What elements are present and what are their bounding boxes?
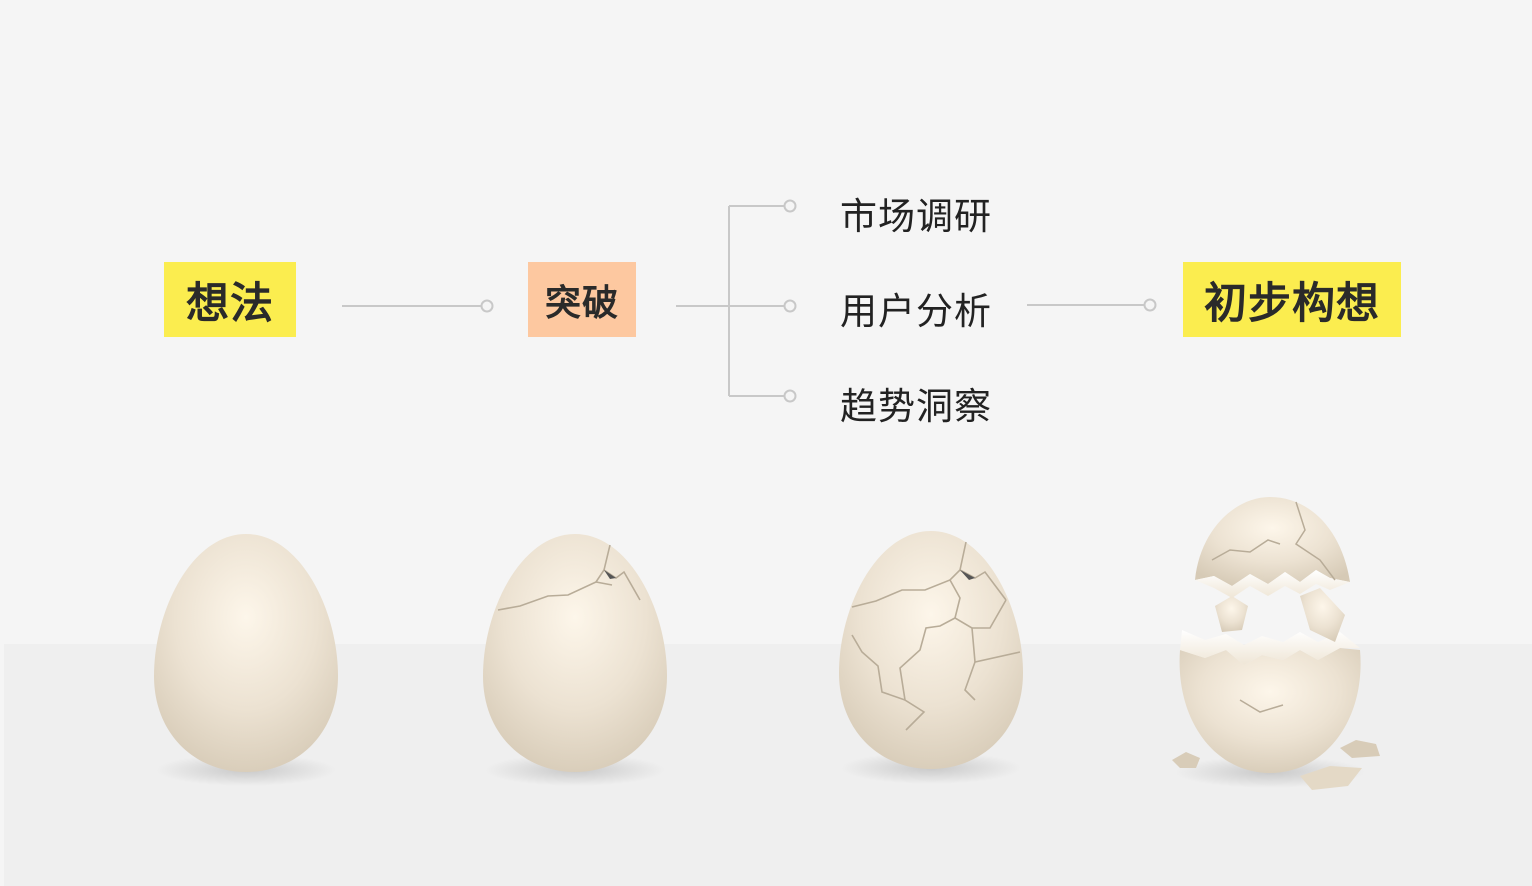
egg-small-crack xyxy=(483,534,667,786)
connector-dot xyxy=(480,299,494,313)
breakthrough-text: 突破 xyxy=(544,282,619,324)
branch-market-research: 市场调研 xyxy=(840,195,992,238)
egg-many-cracks xyxy=(839,531,1023,784)
connector-dot xyxy=(783,299,797,313)
idea-text: 想法 xyxy=(186,278,274,329)
concept-label: 初步构想 xyxy=(1183,262,1401,337)
concept-text: 初步构想 xyxy=(1204,278,1380,329)
connector-dot xyxy=(1143,298,1157,312)
breakthrough-label: 突破 xyxy=(528,262,636,337)
connector-dot xyxy=(783,389,797,403)
idea-label: 想法 xyxy=(164,262,296,337)
branch-user-analysis: 用户分析 xyxy=(840,290,992,333)
egg-intact xyxy=(154,534,338,786)
egg-broken-open xyxy=(1172,497,1380,790)
branch-trend-insight: 趋势洞察 xyxy=(840,385,992,428)
connector-dot xyxy=(783,199,797,213)
